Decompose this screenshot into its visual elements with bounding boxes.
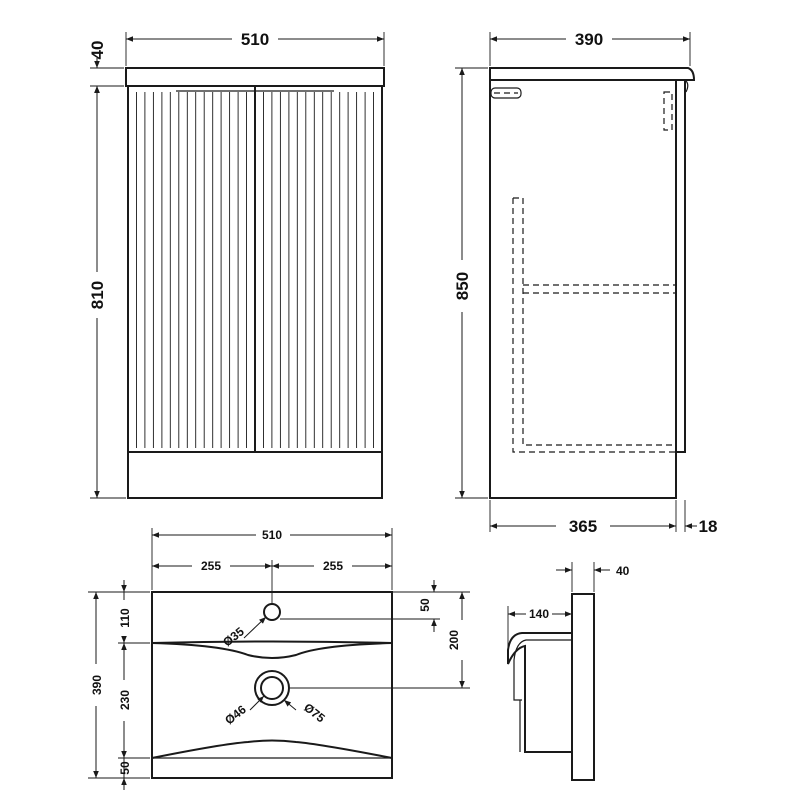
side-body-depth-label: 365 [569, 517, 597, 536]
section-bowl-outer [507, 632, 572, 753]
waste-outer [254, 670, 290, 706]
side-door-thickness-label: 18 [699, 517, 718, 536]
plan-front-lip-label: 50 [118, 761, 132, 775]
plan-half-left-label: 255 [201, 559, 221, 573]
tap-hole [263, 603, 281, 621]
plan-bowl-length-label: 230 [118, 690, 132, 710]
front-view: 510 40 810 [88, 30, 385, 499]
plan-tap-offset-label: 110 [118, 608, 132, 628]
front-door-flutes [136, 92, 374, 448]
waste-inner [260, 676, 284, 700]
section-back [571, 593, 595, 781]
section-bowl-depth-label: 140 [529, 607, 549, 621]
front-height-label: 810 [88, 281, 107, 309]
waste-inner-dia-label: Ø46 [222, 702, 249, 727]
basin-bowl-back-edge [151, 640, 393, 659]
front-worktop [125, 67, 385, 87]
side-view: 390 850 365 18 [453, 30, 717, 536]
side-cabinet-body [489, 79, 677, 499]
front-width-label: 510 [241, 30, 269, 49]
plan-half-right-label: 255 [323, 559, 343, 573]
plan-width-label: 510 [262, 528, 282, 542]
side-door [675, 79, 686, 453]
basin-bowl-front-edge [151, 739, 393, 759]
plan-waste-back-label: 200 [447, 630, 461, 650]
tap-hole-dia-label: Ø35 [220, 624, 247, 649]
side-worktop [489, 67, 696, 81]
basin-section-view: 40 140 [507, 562, 630, 781]
front-worktop-label: 40 [88, 41, 107, 60]
plan-depth-label: 390 [90, 675, 104, 695]
side-depth-label: 390 [575, 30, 603, 49]
side-height-label: 850 [453, 272, 472, 300]
plan-tap-back-label: 50 [418, 598, 432, 612]
basin-plan-view: 510 255 255 390 110 230 50 50 [88, 528, 470, 790]
section-thickness-label: 40 [616, 564, 630, 578]
waste-outer-dia-label: Ø75 [301, 700, 328, 725]
